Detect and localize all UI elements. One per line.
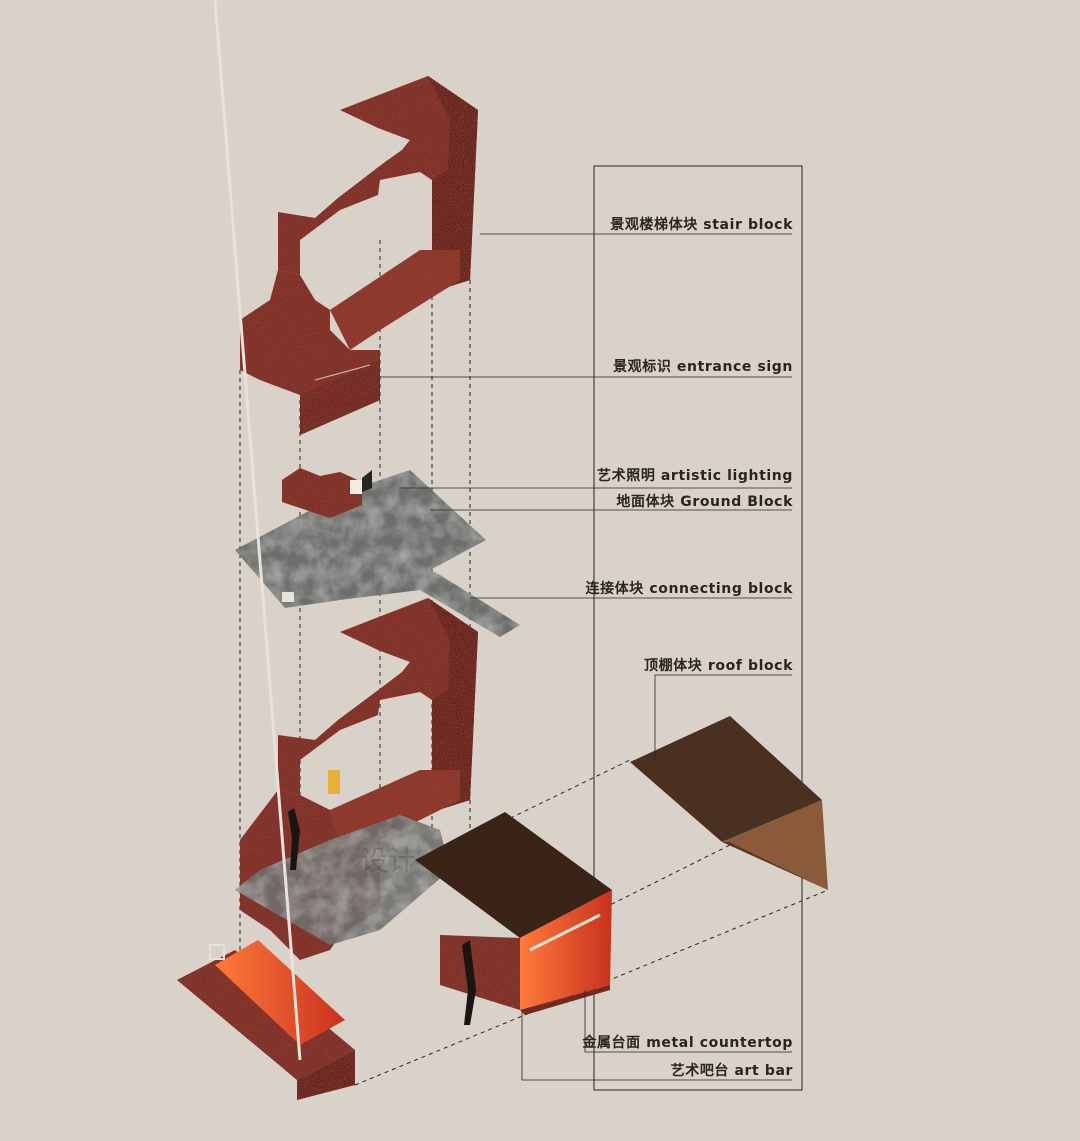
- ground-block: [235, 470, 520, 637]
- stair-block-upper: [240, 76, 478, 435]
- svg-text:设计: 设计: [360, 844, 416, 877]
- metal-countertop-label: 金属台面 metal countertop: [582, 1035, 793, 1051]
- artistic-lighting-block: [282, 468, 362, 518]
- roof-block-label: 顶棚体块 roof block: [643, 658, 793, 674]
- art-bar-lower: [177, 0, 355, 1100]
- entrance-sign-lettering: [314, 364, 371, 381]
- lighting-strip: [328, 770, 340, 794]
- entrance-sign-label: 景观标识 entrance sign: [613, 359, 793, 375]
- human-figure-front: [462, 940, 476, 1025]
- art-bar-upper: [415, 812, 612, 1015]
- stair-block-label: 景观楼梯体块 stair block: [610, 217, 793, 233]
- leader-lines: [380, 233, 792, 1081]
- art-bar-label: 艺术吧台 art bar: [670, 1063, 793, 1079]
- artistic-lighting-label: 艺术照明 artistic lighting: [597, 468, 793, 484]
- light-fixture: [350, 480, 362, 494]
- floor-marker: [282, 592, 294, 602]
- watermark: 设计: [360, 844, 416, 877]
- label-frame: [593, 165, 803, 1091]
- ground-block-label: 地面体块 Ground Block: [616, 494, 793, 510]
- human-figure-small: [362, 470, 372, 492]
- roof-block: [630, 716, 828, 890]
- human-figure-mid: [288, 808, 300, 870]
- connecting-block-label: 连接体块 connecting block: [585, 581, 793, 597]
